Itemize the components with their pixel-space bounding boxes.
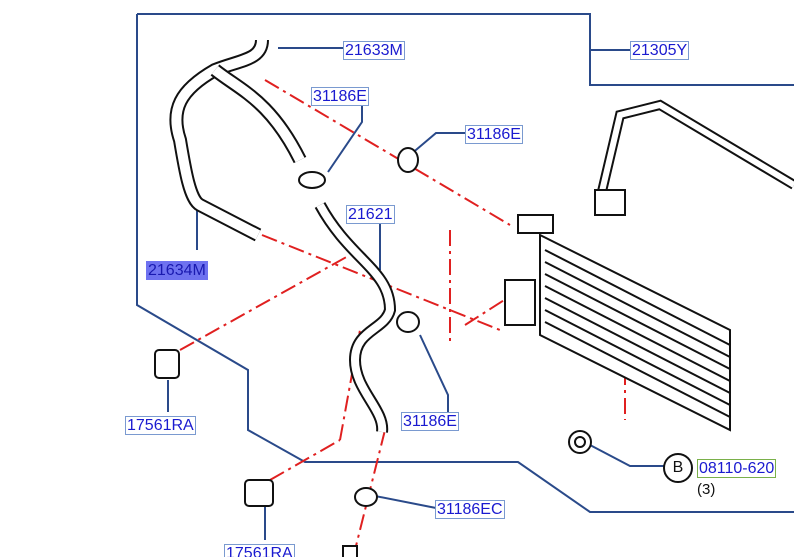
oil-cooler bbox=[504, 99, 794, 432]
callout-21634M-selected[interactable]: 21634M bbox=[146, 261, 208, 280]
callout-31186E[interactable]: 31186E bbox=[311, 87, 369, 106]
hoses bbox=[169, 39, 397, 433]
callout-31186E[interactable]: 31186E bbox=[401, 412, 459, 431]
callout-21633M[interactable]: 21633M bbox=[343, 41, 405, 60]
bolt-quantity: (3) bbox=[697, 481, 716, 498]
callout-17561RA[interactable]: 17561RA bbox=[224, 544, 295, 557]
leader-lines bbox=[136, 13, 794, 540]
bolt-marker-b: B bbox=[663, 453, 693, 483]
callout-31186E[interactable]: 31186E bbox=[465, 125, 523, 144]
callout-31186EC[interactable]: 31186EC bbox=[435, 500, 505, 519]
callout-21305Y[interactable]: 21305Y bbox=[630, 41, 690, 60]
callout-17561RA[interactable]: 17561RA bbox=[125, 416, 196, 435]
callout-21621[interactable]: 21621 bbox=[346, 205, 395, 224]
callout-08110-620[interactable]: 08110-620 bbox=[697, 459, 777, 478]
clamps bbox=[154, 147, 592, 557]
